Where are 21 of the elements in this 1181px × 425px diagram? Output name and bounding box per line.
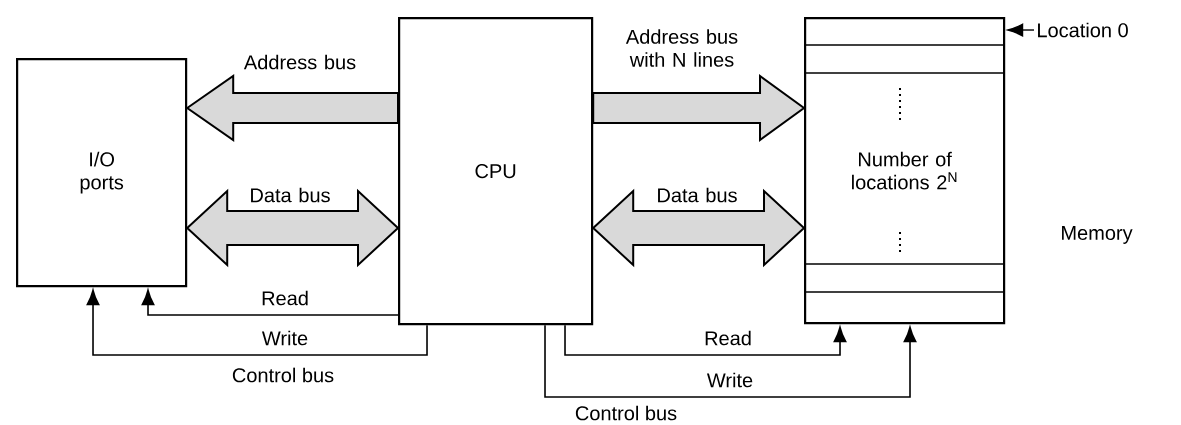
memory-label: Memory [1062, 226, 1133, 244]
memory-box: Number of locations 2$^{N}$ [803, 17, 1006, 325]
leader-line [1007, 23, 1035, 37]
edge-label: Read [262, 290, 308, 306]
bus-label: Control bus [575, 405, 677, 421]
location-label: Location 0 [1038, 22, 1128, 38]
edge-label: Write [706, 372, 753, 388]
bus-arrow [592, 74, 806, 142]
signal-arrow [141, 289, 399, 316]
signal-arrow [544, 324, 917, 398]
cpu-box: CPU [398, 17, 594, 326]
signal-arrow [564, 324, 847, 356]
io-ports-box: I/O ports [16, 58, 188, 288]
edge-label: Address bus with N lines [625, 29, 738, 67]
signal-arrow [86, 289, 428, 356]
edge-label: Read [705, 330, 751, 346]
edge-label: Write [261, 330, 308, 346]
edge-label: Address bus [243, 54, 356, 70]
bus-label: Control bus [232, 367, 334, 383]
edge-label: Data bus [251, 187, 330, 203]
edge-label: Data bus [658, 187, 737, 203]
